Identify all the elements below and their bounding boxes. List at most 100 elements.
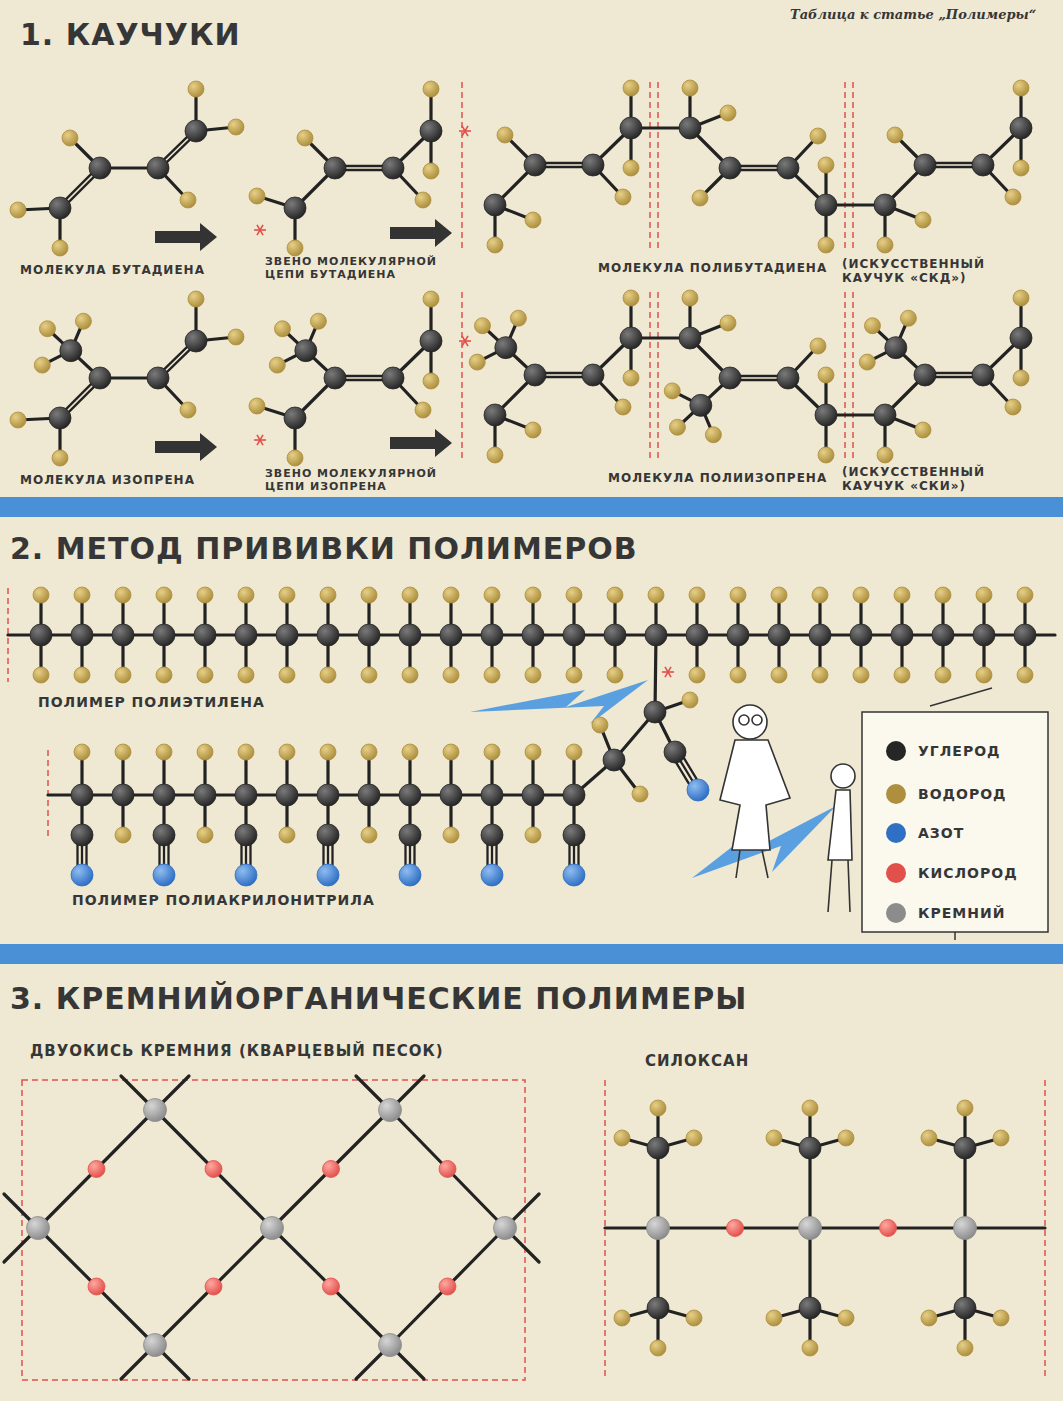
atom-o <box>205 1278 222 1295</box>
legend-swatch <box>886 823 906 843</box>
molecule-label: (ИСКУССТВЕННЫЙ КАУЧУК «СКИ») <box>842 466 1002 494</box>
atom-h <box>525 827 541 843</box>
atom-c <box>185 330 207 352</box>
atom-c <box>153 624 175 646</box>
polymer-label: ПОЛИМЕР ПОЛИАКРИЛОНИТРИЛА <box>72 892 375 908</box>
atom-h <box>423 291 439 307</box>
atom-h <box>238 667 254 683</box>
chemical-bond <box>605 1226 1045 1229</box>
atom-h <box>682 80 698 96</box>
atom-c <box>440 624 462 646</box>
atom-h <box>859 354 875 370</box>
atom-h <box>197 827 213 843</box>
atom-h <box>279 827 295 843</box>
atom-c <box>719 367 741 389</box>
legend-swatch <box>886 784 906 804</box>
page-note: Таблица к статье „Полимеры“ <box>790 8 1036 23</box>
atom-n <box>317 864 339 886</box>
atom-h <box>180 402 196 418</box>
atom-h <box>915 212 931 228</box>
chemical-bond <box>963 1148 966 1228</box>
atom-c <box>582 364 604 386</box>
atom-h <box>650 1340 666 1356</box>
atom-h <box>720 105 736 121</box>
atom-c <box>1010 327 1032 349</box>
atom-c <box>153 784 175 806</box>
atom-si <box>494 1217 517 1240</box>
molecule-label: ЗВЕНО МОЛЕКУЛЯРНОЙ ЦЕПИ ИЗОПРЕНА <box>265 468 443 493</box>
atom-si <box>27 1217 50 1240</box>
atom-h <box>320 744 336 760</box>
atom-h <box>74 667 90 683</box>
atom-h <box>320 587 336 603</box>
atom-c <box>885 337 907 359</box>
structure-label: СИЛОКСАН <box>645 1053 749 1070</box>
atom-c <box>645 624 667 646</box>
boundary-dashed-line <box>461 292 463 460</box>
atom-h <box>648 587 664 603</box>
atom-h <box>682 290 698 306</box>
atom-h <box>1017 587 1033 603</box>
atom-h <box>720 315 736 331</box>
atom-h <box>487 237 503 253</box>
radical-mark <box>462 126 468 136</box>
legend-row: ВОДОРОД <box>886 784 1007 804</box>
atom-h <box>818 367 834 383</box>
atom-h <box>62 130 78 146</box>
reaction-arrow <box>155 223 217 251</box>
legend-row: УГЛЕРОД <box>886 741 1001 761</box>
section-band <box>0 497 1063 517</box>
atom-c <box>147 367 169 389</box>
atom-h <box>497 127 513 143</box>
atom-h <box>443 667 459 683</box>
figure-head <box>733 705 767 739</box>
atom-h <box>484 587 500 603</box>
legend-text: АЗОТ <box>918 825 964 841</box>
atom-h <box>623 160 639 176</box>
atom-c <box>690 394 712 416</box>
atom-h <box>10 412 26 428</box>
radical-mark <box>462 336 468 346</box>
atom-c <box>799 1297 821 1319</box>
radical-mark <box>462 336 468 346</box>
atom-c <box>481 784 503 806</box>
atom-c <box>194 784 216 806</box>
boundary-dashed-rect <box>22 1080 525 1380</box>
radical-mark <box>665 667 671 677</box>
atom-c <box>317 624 339 646</box>
atom-h <box>287 240 303 256</box>
atom-h <box>33 587 49 603</box>
atom-h <box>402 667 418 683</box>
boundary-dashed-line <box>604 1080 606 1380</box>
atom-c <box>972 154 994 176</box>
atom-h <box>297 130 313 146</box>
atom-si <box>799 1217 822 1240</box>
atom-c <box>644 701 666 723</box>
atom-c <box>484 194 506 216</box>
legend-text: КРЕМНИЙ <box>918 905 1005 921</box>
atom-h <box>771 587 787 603</box>
atom-h <box>771 667 787 683</box>
atom-c <box>809 624 831 646</box>
atom-h <box>469 354 485 370</box>
atom-h <box>52 450 68 466</box>
atom-c <box>777 157 799 179</box>
structure-label: ДВУОКИСЬ КРЕМНИЯ (КВАРЦЕВЫЙ ПЕСОК) <box>30 1043 444 1060</box>
section-heading: 1. КАУЧУКИ <box>20 18 241 53</box>
atom-c <box>563 824 585 846</box>
atom-c <box>1014 624 1036 646</box>
atom-c <box>399 824 421 846</box>
atom-h <box>525 667 541 683</box>
chemical-bond <box>390 1228 505 1345</box>
atom-h <box>957 1100 973 1116</box>
atom-c <box>147 157 169 179</box>
atom-c <box>484 404 506 426</box>
atom-h <box>812 667 828 683</box>
atom-c <box>481 624 503 646</box>
atom-h <box>74 744 90 760</box>
atom-c <box>420 330 442 352</box>
radical-mark <box>665 667 671 677</box>
figure-legs <box>736 850 768 878</box>
radical-mark <box>257 225 263 235</box>
chemical-bond <box>272 1228 390 1345</box>
